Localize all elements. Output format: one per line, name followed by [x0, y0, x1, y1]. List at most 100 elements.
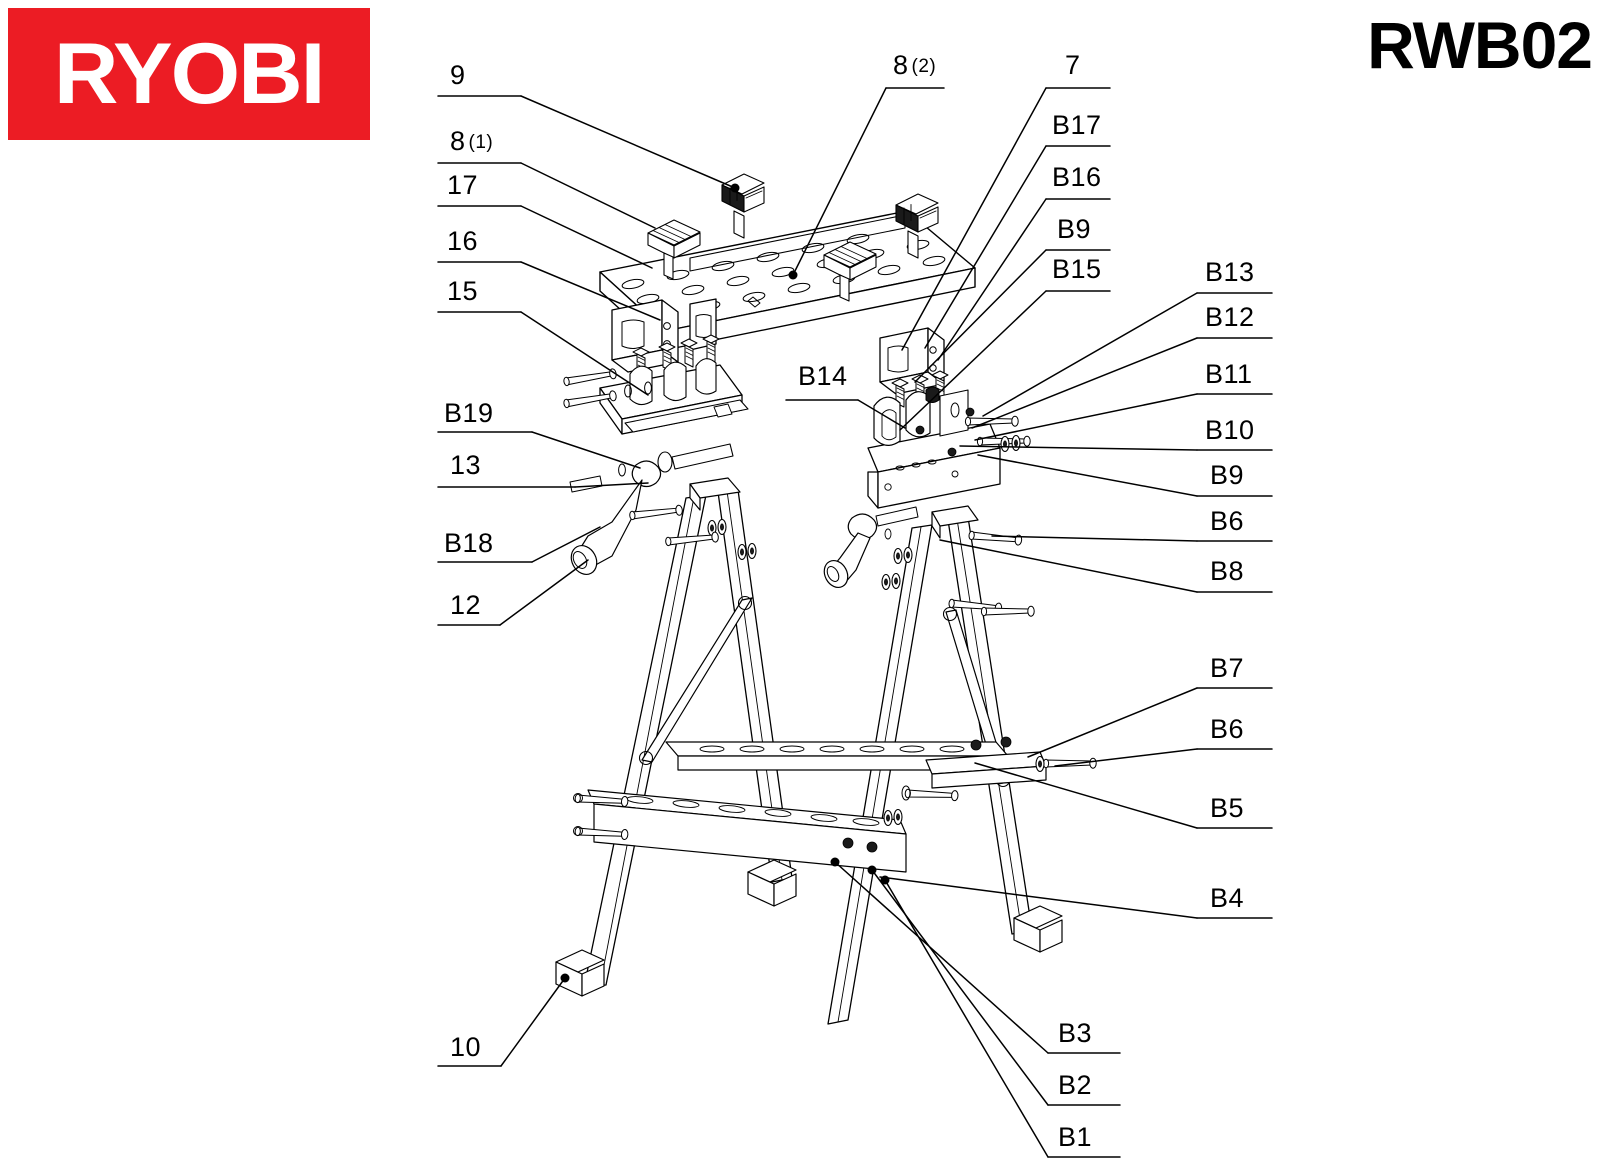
- callout-leader-17: [520, 205, 653, 269]
- callout-number: B3: [1058, 1018, 1093, 1048]
- callout-label-9: 9: [450, 62, 466, 89]
- left-bracket-assembly: [562, 298, 749, 435]
- callout-leader-B11: [974, 393, 1198, 441]
- right-leg-frame: [827, 505, 1063, 1025]
- callout-label-8-2: 8(2): [893, 52, 936, 79]
- callout-label-B19: B19: [444, 400, 494, 427]
- callout-leader-B2: [871, 869, 1049, 1106]
- callout-number: 9: [450, 60, 466, 90]
- callout-leader-9: [520, 95, 736, 189]
- callout-endpoint-9: [730, 183, 740, 193]
- callout-endpoint-B1: [880, 875, 890, 885]
- callout-leader-B1: [884, 879, 1049, 1158]
- callout-number: B8: [1210, 556, 1245, 586]
- callout-leader-B19: [531, 431, 641, 469]
- callout-endpoint-B3: [830, 857, 840, 867]
- callout-leader-B15: [899, 290, 1047, 431]
- callout-number: B18: [444, 528, 494, 558]
- callout-qualifier: (2): [911, 56, 937, 77]
- callout-number: 15: [447, 276, 479, 306]
- right-crank-handle: [823, 506, 919, 588]
- callout-label-B6a: B6: [1210, 508, 1244, 535]
- callout-number: 12: [450, 590, 482, 620]
- callout-leader-B18: [531, 526, 601, 563]
- callout-leader-B4: [879, 876, 1198, 919]
- callout-number: 8: [450, 126, 466, 156]
- callout-number: B9: [1210, 460, 1245, 490]
- cross-rail-lower: [573, 789, 907, 873]
- callout-number: B10: [1205, 415, 1255, 445]
- callout-number: B17: [1052, 110, 1102, 140]
- callout-number: 10: [450, 1032, 482, 1062]
- callout-label-B16: B16: [1052, 164, 1102, 191]
- right-bracket-assembly: [867, 327, 1031, 509]
- ryobi-logo-text: RYOBI: [54, 26, 326, 122]
- callout-leader-B9b: [977, 454, 1198, 497]
- callout-label-B9b: B9: [1210, 462, 1244, 489]
- callout-leader-7: [901, 87, 1047, 351]
- callout-leader-8-1: [520, 162, 656, 229]
- callout-label-7: 7: [1065, 52, 1081, 79]
- callout-leader-B6b: [1054, 748, 1198, 767]
- callout-number: B6: [1210, 714, 1245, 744]
- callout-label-8-1: 8(1): [450, 128, 493, 155]
- callout-label-B4: B4: [1210, 885, 1244, 912]
- callout-label-B10: B10: [1205, 417, 1255, 444]
- clamp-peg-group: [647, 173, 939, 302]
- callout-number: B9: [1057, 214, 1092, 244]
- callout-label-B2: B2: [1058, 1072, 1092, 1099]
- callout-label-15: 15: [447, 278, 478, 305]
- callout-leader-B8: [939, 539, 1198, 593]
- callout-endpoint-8-2: [788, 270, 798, 280]
- callout-leader-15: [520, 311, 649, 396]
- callout-number: B15: [1052, 254, 1102, 284]
- callout-label-B15: B15: [1052, 256, 1102, 283]
- callout-leader-B3: [834, 861, 1049, 1054]
- callout-number: B16: [1052, 162, 1102, 192]
- callout-label-B3: B3: [1058, 1020, 1092, 1047]
- callout-label-13: 13: [450, 452, 481, 479]
- callout-number: B6: [1210, 506, 1245, 536]
- callout-number: 8: [893, 50, 909, 80]
- callout-qualifier: (1): [468, 132, 494, 153]
- callout-leader-12: [499, 559, 589, 626]
- callout-leader-10: [500, 977, 566, 1067]
- callout-leader-B12: [971, 337, 1198, 429]
- left-crank-handle: [569, 443, 734, 575]
- callout-endpoint-B2: [867, 865, 877, 875]
- callout-leader-8-2: [792, 87, 887, 276]
- callout-label-B5: B5: [1210, 795, 1244, 822]
- callout-leader-B14: [857, 399, 906, 429]
- callout-label-B14: B14: [798, 363, 848, 390]
- callout-number: B19: [444, 398, 494, 428]
- model-number: RWB02: [1367, 8, 1593, 82]
- callout-leader-B16: [937, 198, 1047, 361]
- callout-number: B13: [1205, 257, 1255, 287]
- callout-number: B7: [1210, 653, 1245, 683]
- callout-number: 17: [447, 170, 479, 200]
- callout-leader-B13: [982, 292, 1198, 417]
- callout-label-B6b: B6: [1210, 716, 1244, 743]
- cross-rail-right: [883, 605, 1097, 827]
- worktable-top: [599, 210, 976, 351]
- callout-endpoint-10: [560, 973, 570, 983]
- callout-number: B1: [1058, 1122, 1093, 1152]
- callout-leader-16: [520, 261, 661, 321]
- callout-label-16: 16: [447, 228, 478, 255]
- ryobi-logo: RYOBI: [8, 8, 370, 140]
- left-leg-frame: [555, 477, 797, 997]
- callout-label-B9: B9: [1057, 216, 1091, 243]
- callout-label-B7: B7: [1210, 655, 1244, 682]
- callout-leader-B7: [1027, 687, 1198, 758]
- callout-number: B5: [1210, 793, 1245, 823]
- callout-number: 7: [1065, 50, 1081, 80]
- callout-number: B11: [1205, 359, 1253, 389]
- callout-label-B1: B1: [1058, 1124, 1092, 1151]
- callout-leader-B6a: [991, 535, 1198, 542]
- callout-label-B17: B17: [1052, 112, 1102, 139]
- callout-number: B14: [798, 361, 848, 391]
- callout-label-10: 10: [450, 1034, 481, 1061]
- callout-label-12: 12: [450, 592, 481, 619]
